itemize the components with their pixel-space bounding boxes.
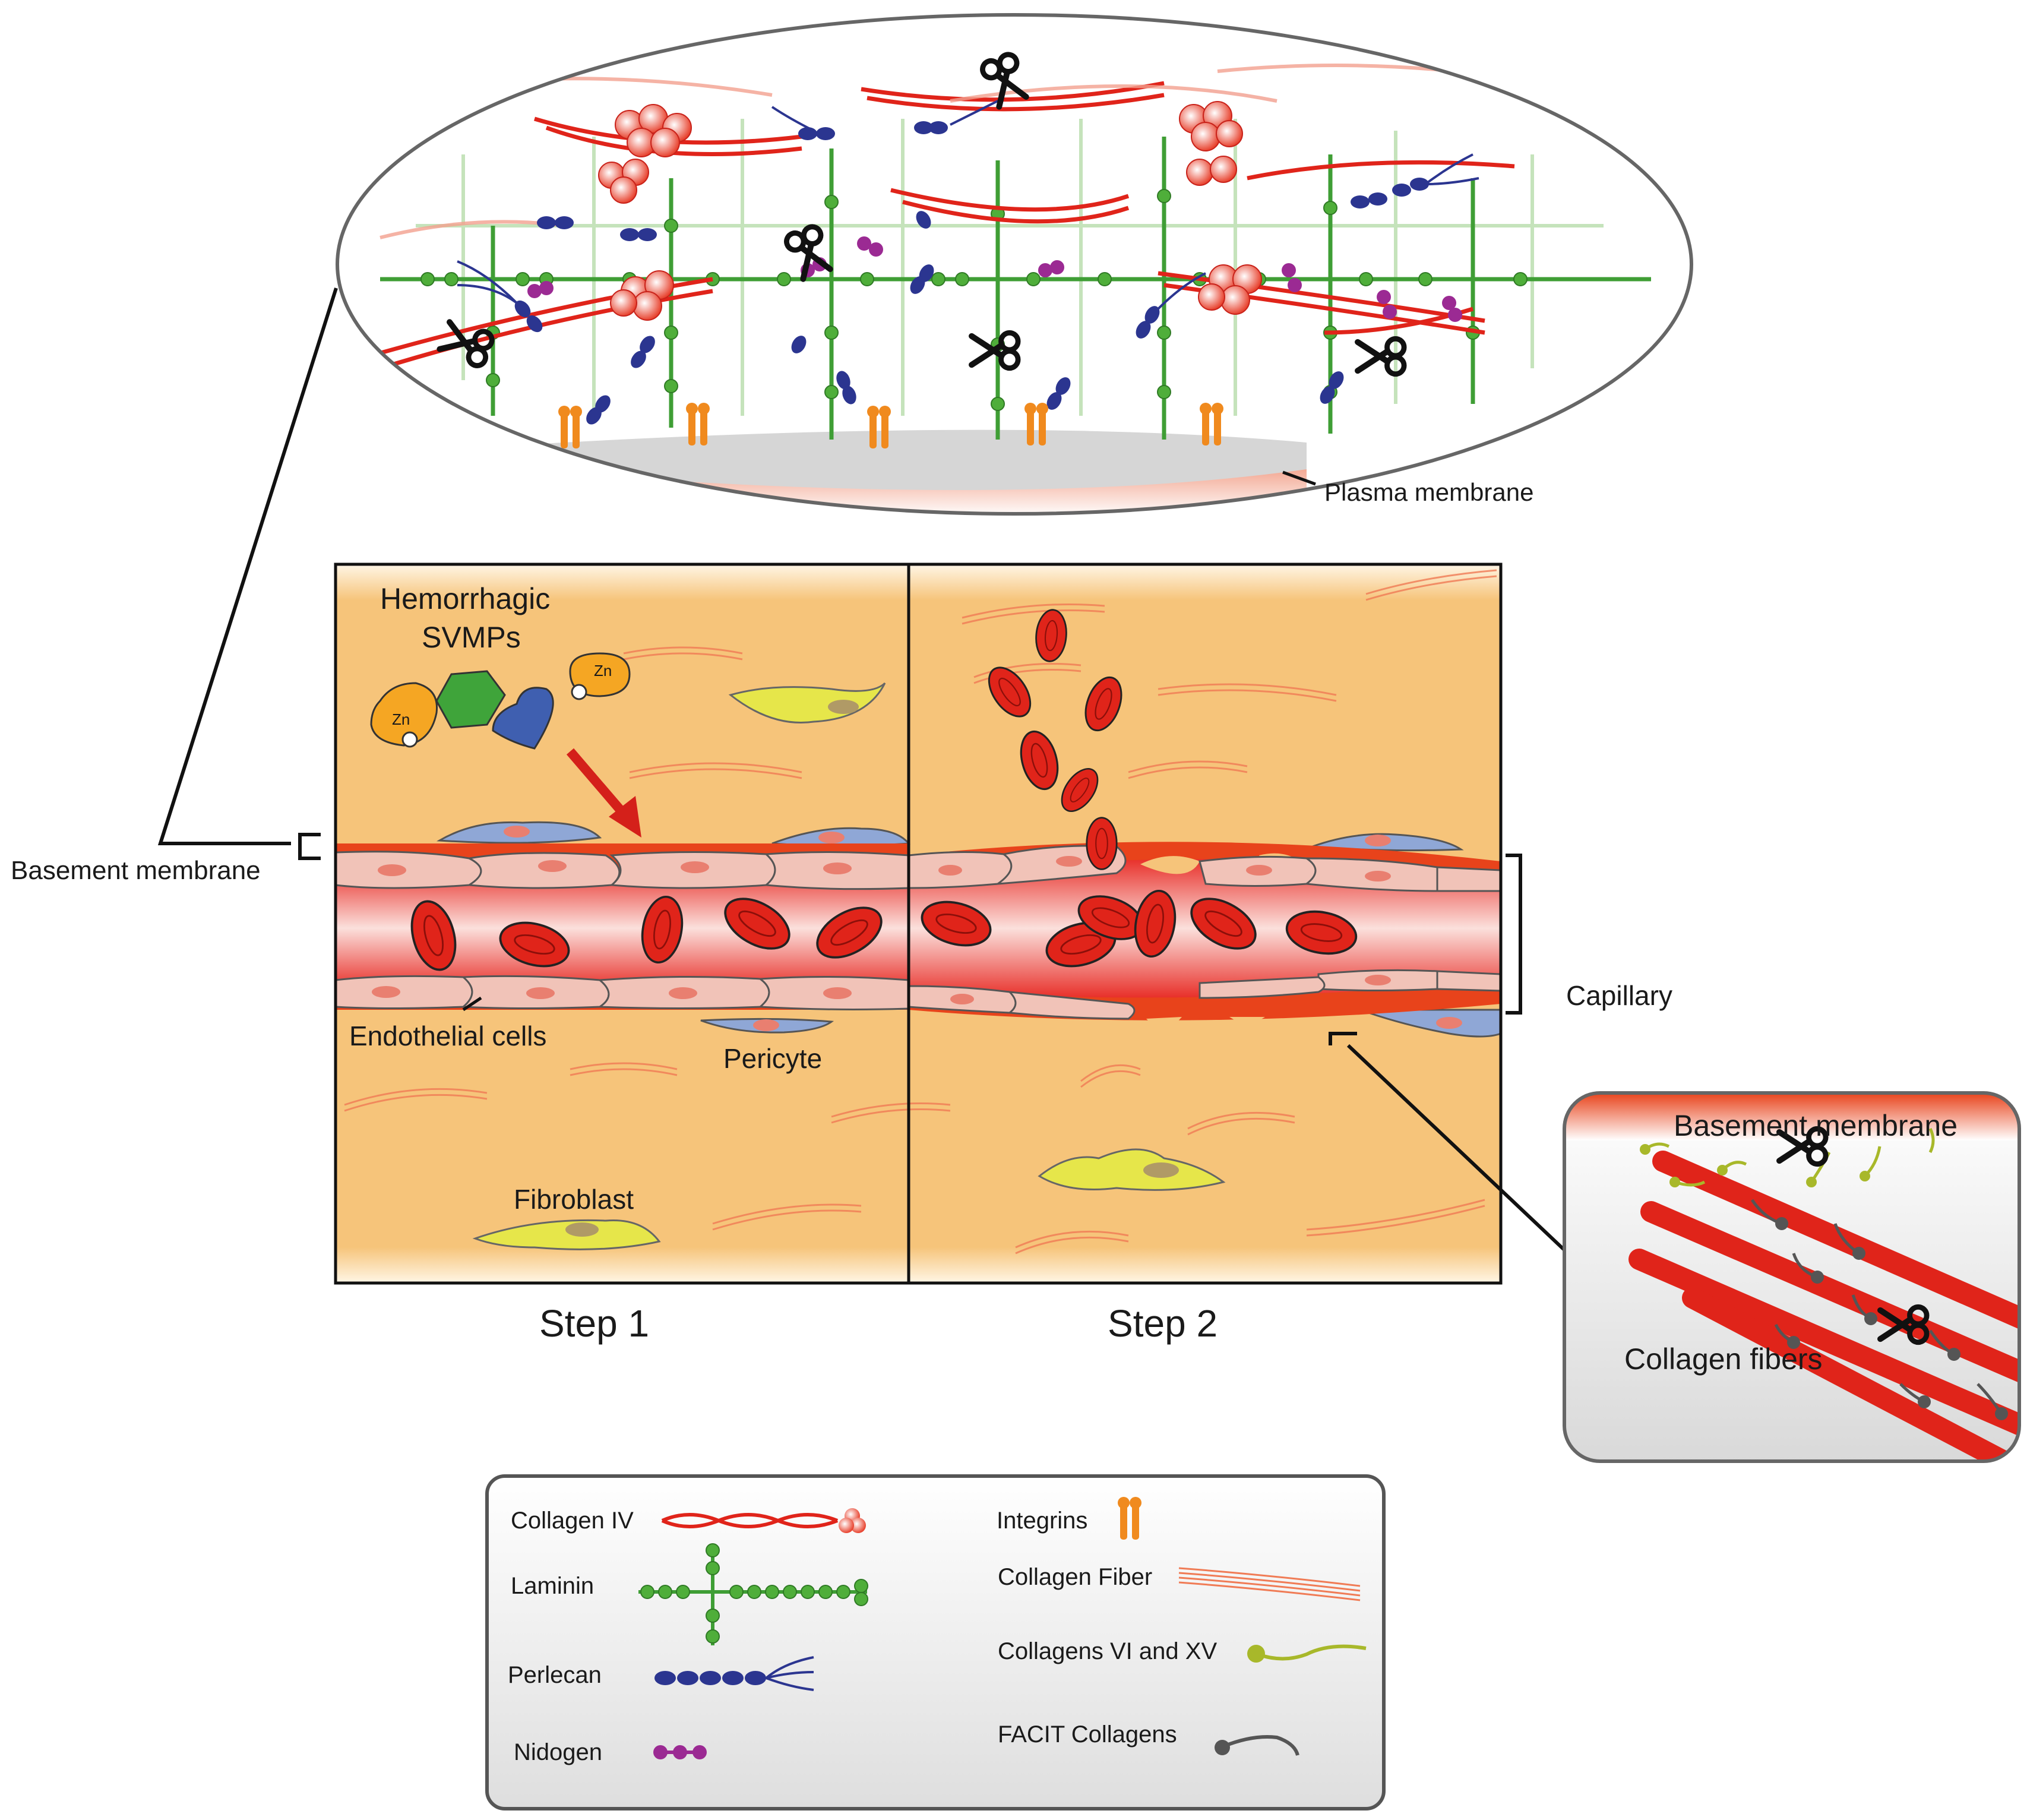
nidogen-icon bbox=[653, 1745, 707, 1759]
legend-collagens-vi-xv-label: Collagens VI and XV bbox=[998, 1638, 1217, 1664]
plasma-membrane-shape bbox=[511, 429, 1307, 499]
perlecan-icon bbox=[654, 1656, 814, 1691]
plasma-membrane-label: Plasma membrane bbox=[1324, 478, 1533, 506]
step-2-label: Step 2 bbox=[1108, 1302, 1218, 1345]
collagens-vi-xv-icon bbox=[1247, 1644, 1367, 1663]
inset-connector bbox=[1329, 1032, 1570, 1255]
legend-collagen-fiber-label: Collagen Fiber bbox=[998, 1564, 1152, 1590]
legend-collagen-iv-label: Collagen IV bbox=[511, 1508, 634, 1534]
fibroblast-cell bbox=[728, 682, 886, 724]
collagen-iv-cluster bbox=[598, 101, 1262, 321]
collagen-iv-icon bbox=[661, 1508, 866, 1533]
legend-laminin-label: Laminin bbox=[511, 1573, 594, 1599]
fibroblast-cell bbox=[1038, 1148, 1226, 1191]
legend: Collagen IV Laminin Perlecan bbox=[485, 1474, 1386, 1810]
legend-facit-label: FACIT Collagens bbox=[998, 1721, 1177, 1748]
collagen-fiber-icon bbox=[1178, 1567, 1361, 1601]
svmp-attack-arrow bbox=[566, 748, 641, 838]
pericyte-label: Pericyte bbox=[723, 1043, 822, 1074]
legend-perlecan-label: Perlecan bbox=[508, 1662, 602, 1688]
legend-integrins-label: Integrins bbox=[997, 1508, 1087, 1534]
inset-collagen-fibers-label: Collagen fibers bbox=[1624, 1342, 1823, 1376]
collagen-fibers-inset: Basement membrane Collagen fibers bbox=[1563, 1091, 2021, 1463]
svmp-label-line2: SVMPs bbox=[422, 621, 521, 654]
step-1-label: Step 1 bbox=[539, 1302, 649, 1345]
capillary-label: Capillary bbox=[1566, 980, 1672, 1011]
fibroblast-label: Fibroblast bbox=[514, 1184, 634, 1215]
capillary-panel: Zn Zn Hemorrhagic SVMPs Endothelial cell… bbox=[334, 563, 1503, 1285]
capillary-bracket bbox=[1506, 854, 1522, 1015]
svmp-label-line1: Hemorrhagic bbox=[380, 582, 550, 615]
hemorrhagic-svmp-molecules: Zn Zn bbox=[370, 652, 631, 750]
basement-membrane-left-label: Basement membrane bbox=[11, 856, 261, 885]
legend-nidogen-label: Nidogen bbox=[514, 1739, 602, 1765]
fibroblast-cell bbox=[472, 1219, 661, 1250]
endothelial-cells-label: Endothelial cells bbox=[349, 1020, 546, 1051]
svg-text:Zn: Zn bbox=[594, 662, 612, 680]
laminin-icon bbox=[638, 1543, 868, 1645]
facit-collagens-icon bbox=[1215, 1735, 1299, 1756]
svg-text:Zn: Zn bbox=[392, 710, 410, 728]
zoom-connector bbox=[157, 287, 338, 860]
inset-basement-membrane-label: Basement membrane bbox=[1674, 1109, 1958, 1142]
basement-membrane-zoom-oval: Plasma membrane bbox=[336, 13, 1693, 516]
